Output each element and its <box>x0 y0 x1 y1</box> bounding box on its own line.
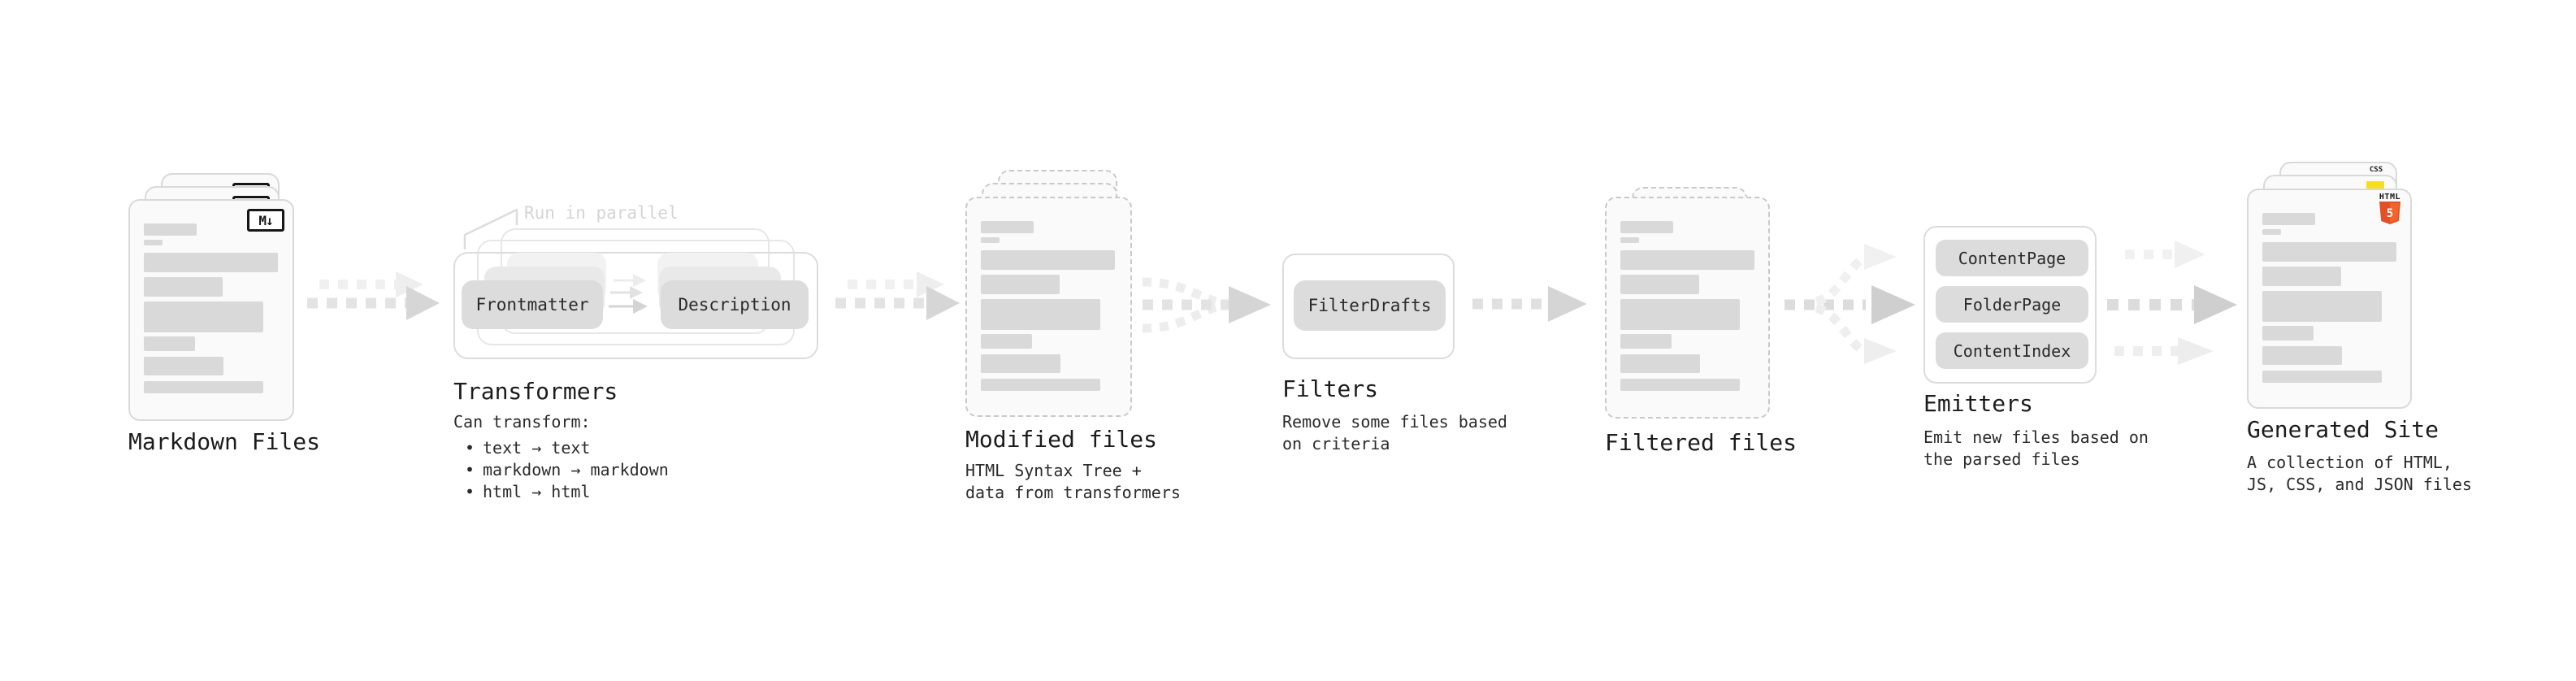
placeholder-bar <box>981 275 1060 294</box>
bullet-glyph: • <box>465 482 475 501</box>
contentpage-pill: ContentPage <box>1936 240 2088 276</box>
modified-files-desc: HTML Syntax Tree + data from transformer… <box>965 460 1181 504</box>
placeholder-bar <box>2262 267 2341 286</box>
placeholder-bar <box>981 221 1034 233</box>
bullet-text: html → html <box>483 482 591 501</box>
transformers-desc-heading: Can transform: <box>453 412 591 432</box>
placeholder-bar <box>981 299 1100 330</box>
document-placeholder-lines <box>2262 213 2396 383</box>
markdown-icon: M↓ <box>247 209 284 232</box>
filtered-files-stack <box>1605 187 1808 423</box>
placeholder-bar <box>1620 379 1740 391</box>
filters-title: Filters <box>1282 375 1379 402</box>
bullet-glyph: • <box>465 438 475 458</box>
desc-line: data from transformers <box>965 483 1181 502</box>
placeholder-bar <box>144 381 263 393</box>
emitters-title: Emitters <box>1923 390 2033 417</box>
placeholder-bar <box>144 223 197 236</box>
placeholder-bar <box>2262 242 2396 262</box>
placeholder-bar <box>2262 291 2382 322</box>
desc-line: JS, CSS, and JSON files <box>2247 475 2472 494</box>
markdown-file-card: M↓ <box>128 199 294 421</box>
placeholder-bar <box>1620 354 1700 373</box>
modified-file-card <box>965 197 1132 417</box>
placeholder-bar <box>981 354 1060 373</box>
bullet-item: • markdown → markdown <box>465 459 669 481</box>
html5-icon: HTML 5 <box>2379 193 2400 224</box>
placeholder-bar <box>144 357 223 375</box>
placeholder-bar <box>144 240 163 245</box>
svg-text:5: 5 <box>2387 207 2393 220</box>
contentindex-pill: ContentIndex <box>1936 332 2088 369</box>
placeholder-bar <box>1620 275 1699 294</box>
placeholder-bar <box>981 379 1100 391</box>
document-placeholder-lines <box>1620 221 1754 391</box>
desc-line: on criteria <box>1282 434 1390 453</box>
placeholder-bar <box>1620 334 1672 349</box>
bullet-glyph: • <box>465 460 475 479</box>
description-pill: Description <box>661 280 809 329</box>
placeholder-bar <box>1620 250 1754 270</box>
placeholder-bar <box>144 336 195 351</box>
filters-box: FilterDrafts <box>1282 254 1455 359</box>
emitters-desc: Emit new files based on the parsed files <box>1923 427 2149 471</box>
arrow-emitters-to-generated <box>2107 241 2237 365</box>
generated-site-label: Generated Site <box>2247 416 2439 443</box>
placeholder-bar <box>144 253 278 272</box>
document-placeholder-lines <box>144 223 278 393</box>
desc-line: the parsed files <box>1923 449 2080 469</box>
html-file-card: HTML 5 <box>2247 189 2412 409</box>
placeholder-bar <box>2262 371 2382 383</box>
placeholder-bar <box>981 250 1115 270</box>
desc-line: Emit new files based on <box>1923 427 2149 447</box>
markdown-files-stack: M↓ M↓ M↓ <box>128 173 332 425</box>
html5-shield: 5 <box>2379 202 2400 224</box>
placeholder-bar <box>144 301 263 332</box>
placeholder-bar <box>1620 221 1673 233</box>
placeholder-bar <box>2262 346 2342 365</box>
placeholder-bar <box>144 277 223 297</box>
transformers-title: Transformers <box>453 378 618 405</box>
bullet-text: markdown → markdown <box>483 460 669 479</box>
placeholder-bar <box>1620 237 1639 243</box>
placeholder-bar <box>2262 213 2315 225</box>
run-in-parallel-callout: Run in parallel <box>524 203 679 223</box>
css-icon-label: CSS <box>2369 166 2383 174</box>
arrow-filters-to-filtered <box>1472 286 1587 322</box>
desc-line: HTML Syntax Tree + <box>965 461 1142 480</box>
modified-files-stack <box>965 170 1169 422</box>
filterdrafts-pill: FilterDrafts <box>1294 280 1446 331</box>
placeholder-bar <box>981 334 1032 349</box>
bullet-item: • text → text <box>465 437 669 459</box>
bullet-item: • html → html <box>465 481 669 503</box>
generated-site-desc: A collection of HTML, JS, CSS, and JSON … <box>2247 452 2472 496</box>
markdown-files-label: Markdown Files <box>128 428 321 455</box>
bullet-text: text → text <box>483 438 591 458</box>
transformers-bullet-list: • text → text • markdown → markdown • ht… <box>465 437 669 503</box>
filters-desc: Remove some files based on criteria <box>1282 411 1507 455</box>
placeholder-bar <box>2262 229 2281 235</box>
generated-site-stack: CSS HTML 5 <box>2247 162 2450 414</box>
modified-files-label: Modified files <box>965 426 1158 453</box>
filtered-file-card <box>1605 197 1770 419</box>
html5-icon-label: HTML <box>2379 193 2400 202</box>
frontmatter-pill: Frontmatter <box>462 280 603 329</box>
emitters-box: ContentPage FolderPage ContentIndex <box>1923 226 2097 384</box>
desc-line: Remove some files based <box>1282 412 1507 432</box>
placeholder-bar <box>1620 299 1740 330</box>
placeholder-bar <box>2262 326 2314 340</box>
filtered-files-label: Filtered files <box>1605 429 1798 456</box>
transformers-parallel-box-front <box>453 252 818 359</box>
folderpage-pill: FolderPage <box>1936 286 2088 323</box>
desc-line: A collection of HTML, <box>2247 453 2452 472</box>
arrow-transformers-to-modified <box>835 271 960 320</box>
placeholder-bar <box>981 237 1000 243</box>
document-placeholder-lines <box>981 221 1115 391</box>
